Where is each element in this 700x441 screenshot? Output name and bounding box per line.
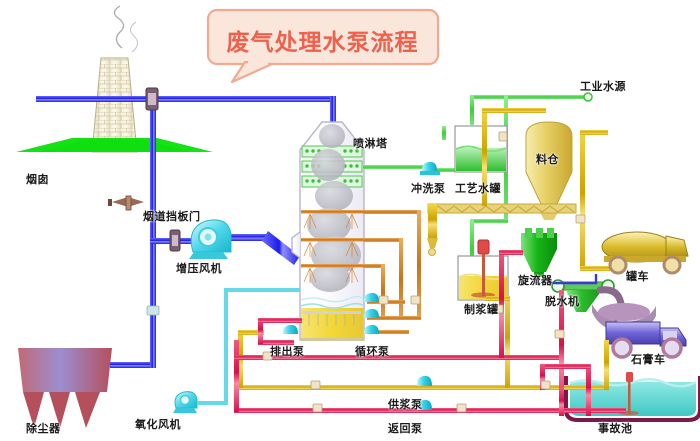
title-bubble (206, 8, 440, 84)
label-tanker-truck: 罐车 (626, 271, 649, 283)
label-chimney: 烟囱 (26, 174, 49, 186)
label-dust-collector: 除尘器 (26, 423, 61, 435)
chimney-icon (16, 5, 213, 153)
flue-damper-valve-icon (145, 87, 159, 111)
dust-collector-icon (18, 348, 112, 428)
booster-inlet-valve-icon (169, 229, 181, 252)
label-slurry-feed-pump: 供浆泵 (388, 399, 423, 411)
label-oxidation-fan: 氧化风机 (135, 419, 181, 431)
tanker-truck-icon (601, 231, 689, 275)
page-title: 废气处理水泵流程 (226, 29, 419, 55)
label-spray-tower: 喷淋塔 (353, 138, 388, 150)
spray-tower-icon (291, 121, 365, 341)
label-discharge-pump: 排出泵 (270, 346, 305, 358)
flue-damper-door-icon (108, 195, 144, 211)
booster-fan-icon (189, 219, 232, 259)
label-silo: 料仓 (536, 154, 559, 166)
silo-icon (525, 121, 573, 220)
label-return-pump: 返回泵 (388, 423, 423, 435)
process-water-tank-icon (454, 125, 508, 173)
label-flush-pump: 冲洗泵 (411, 183, 446, 195)
conveyor-belt-icon (427, 203, 577, 256)
label-dewaterer: 脱水机 (545, 296, 580, 308)
gypsum-transfer-pipe (482, 108, 610, 271)
discharge-pump-icon (282, 324, 298, 334)
label-process-water-tank: 工艺水罐 (455, 183, 501, 195)
inline-valve-icons (262, 131, 586, 413)
label-industrial-water: 工业水源 (580, 81, 626, 93)
label-slurry-tank: 制浆罐 (464, 304, 499, 316)
cyclone-icon (521, 228, 557, 277)
label-accident-pool: 事故池 (598, 423, 633, 435)
oxidation-fan-icon (173, 391, 198, 413)
label-flue-damper: 烟道挡板门 (143, 211, 201, 223)
return-pipe-network (234, 250, 626, 416)
label-circulation-pump: 循环泵 (355, 346, 390, 358)
flush-pump-icon (420, 161, 440, 175)
label-cyclone: 旋流器 (518, 275, 553, 287)
circulation-pump-icons (363, 292, 379, 334)
tower-mist (307, 124, 361, 292)
return-pump-icon (416, 399, 432, 410)
accident-pool-icon (564, 372, 700, 422)
riser-valve-icon (146, 305, 160, 316)
label-gypsum-truck: 石膏车 (631, 354, 666, 366)
gypsum-truck-icon (605, 321, 687, 359)
label-booster-fan: 增压风机 (176, 263, 222, 275)
oxidation-air-line (197, 288, 304, 405)
slurry-feed-pump-icon (416, 375, 432, 386)
spray-nozzle-rows (301, 210, 363, 283)
